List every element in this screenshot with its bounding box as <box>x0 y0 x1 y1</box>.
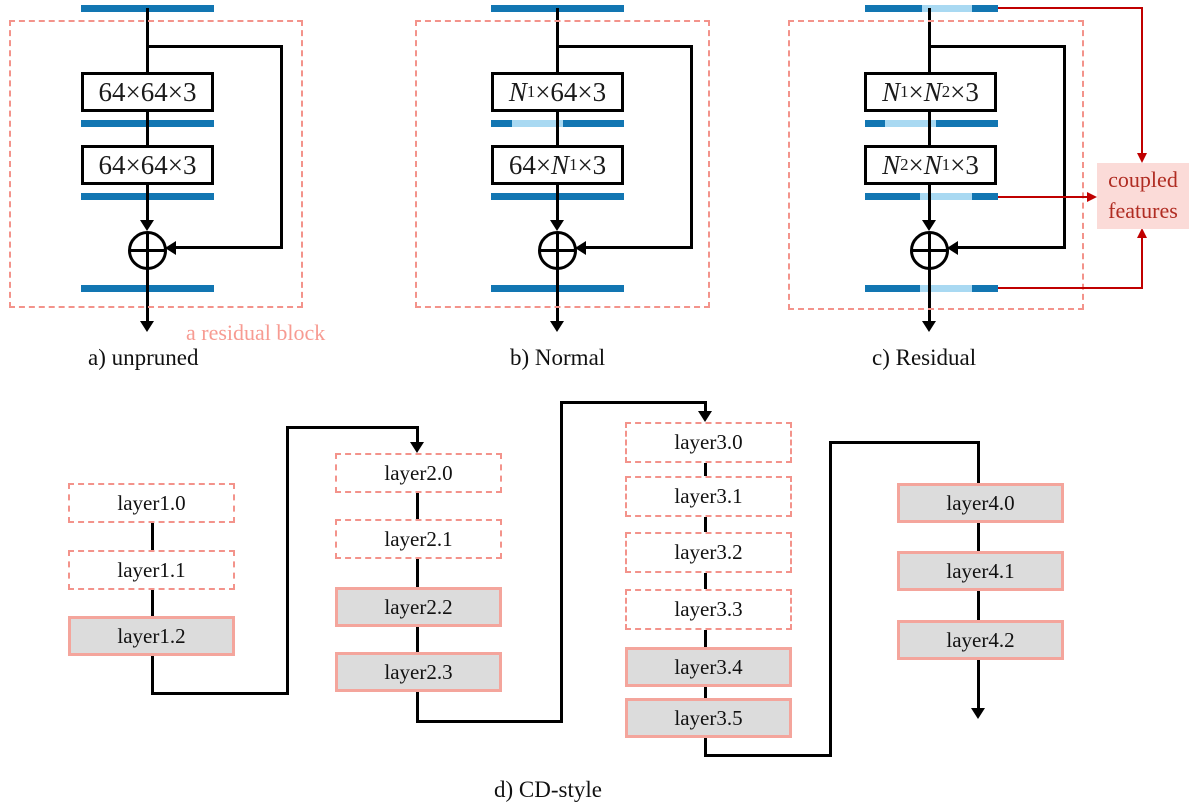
post-conv-feature-bar-pruned-segment <box>920 193 972 200</box>
connector-layer3-layer4 <box>829 441 832 757</box>
layer-box-4-0: layer4.0 <box>897 483 1064 523</box>
down-arrowhead-icon <box>140 220 154 231</box>
layer-box-3-0: layer3.0 <box>625 422 792 463</box>
connector-layer2-layer3 <box>560 401 563 723</box>
layer-box-3-4: layer3.4 <box>625 647 792 687</box>
layer-box-2-1: layer2.1 <box>335 519 502 559</box>
skip-connection-line <box>557 45 693 48</box>
red-up-arrowhead-icon <box>1137 228 1147 238</box>
panel-a-caption: a) unpruned <box>88 345 199 370</box>
post-conv-feature-bar-segment <box>865 193 920 200</box>
main-flow-line <box>556 268 559 322</box>
conv2-box: 64×64×3 <box>81 145 214 185</box>
panel-c-caption: c) Residual <box>872 345 977 370</box>
layer4-spine-line <box>977 487 980 709</box>
output-arrowhead-icon <box>550 321 564 332</box>
down-arrowhead-icon <box>922 220 936 231</box>
main-flow-line <box>928 268 931 322</box>
skip-connection-line <box>586 246 693 249</box>
layer-box-4-2: layer4.2 <box>897 620 1064 660</box>
layer-box-4-1: layer4.1 <box>897 551 1064 591</box>
layer-box-3-2: layer3.2 <box>625 532 792 573</box>
layer-box-2-2: layer2.2 <box>335 587 502 627</box>
layer-box-1-1: layer1.1 <box>68 550 235 590</box>
left-arrowhead-icon <box>947 241 958 255</box>
layer-box-2-0: layer2.0 <box>335 453 502 493</box>
add-icon <box>910 231 949 270</box>
mid-feature-bar-segment <box>936 120 998 127</box>
skip-connection-line <box>1063 45 1066 248</box>
connector-layer1-layer2 <box>416 426 419 444</box>
layer1-spine-line <box>151 485 154 695</box>
panel-d-caption: d) CD-style <box>494 777 602 802</box>
residual-block-annotation: a residual block <box>186 320 326 345</box>
down-arrowhead-icon <box>410 442 424 453</box>
conv1-box: 64×64×3 <box>81 72 214 112</box>
output-feature-bar-segment <box>865 285 920 292</box>
output-arrowhead-icon <box>971 708 985 719</box>
coupled-arrow-bottom <box>1141 238 1143 289</box>
input-feature-bar-segment <box>972 5 998 12</box>
residual-block-outline <box>788 20 1084 310</box>
add-icon <box>128 231 167 270</box>
input-feature-bar-segment <box>865 5 922 12</box>
mid-feature-bar-pruned-segment <box>885 120 936 127</box>
connector-layer3-layer4 <box>704 754 832 757</box>
layer-box-2-3: layer2.3 <box>335 652 502 692</box>
layer-box-1-2: layer1.2 <box>68 616 235 656</box>
main-flow-line <box>556 8 559 221</box>
skip-connection-line <box>147 45 283 48</box>
skip-connection-line <box>176 246 283 249</box>
coupled-arrow-middle <box>998 196 1087 198</box>
skip-connection-line <box>690 45 693 248</box>
red-down-arrowhead-icon <box>1137 153 1147 163</box>
layer-box-1-0: layer1.0 <box>68 483 235 523</box>
add-icon <box>538 231 577 270</box>
skip-connection-line <box>280 45 283 248</box>
coupled-arrow-bottom <box>998 287 1143 289</box>
red-right-arrowhead-icon <box>1087 192 1097 202</box>
down-arrowhead-icon <box>698 411 712 422</box>
coupled-arrow-top <box>1141 7 1143 154</box>
connector-layer2-layer3 <box>416 720 563 723</box>
post-conv-feature-bar-segment <box>972 193 998 200</box>
left-arrowhead-icon <box>165 241 176 255</box>
residual-block-outline <box>415 20 710 308</box>
output-arrowhead-icon <box>922 321 936 332</box>
connector-layer3-layer4 <box>977 441 980 487</box>
output-arrowhead-icon <box>140 321 154 332</box>
left-arrowhead-icon <box>575 241 586 255</box>
connector-layer1-layer2 <box>286 426 419 429</box>
connector-layer2-layer3 <box>560 401 707 404</box>
layer-box-3-1: layer3.1 <box>625 476 792 517</box>
mid-feature-bar-segment <box>865 120 885 127</box>
main-flow-line <box>146 268 149 322</box>
connector-layer3-layer4 <box>829 441 980 444</box>
coupled-arrow-top <box>998 7 1143 9</box>
mid-feature-bar-pruned-segment <box>512 120 563 127</box>
residual-block-outline <box>9 20 303 308</box>
input-feature-bar-pruned-segment <box>922 5 972 12</box>
skip-connection-line <box>929 45 1066 48</box>
mid-feature-bar-segment <box>563 120 624 127</box>
output-feature-bar-segment <box>972 285 998 292</box>
connector-layer1-layer2 <box>151 692 289 695</box>
down-arrowhead-icon <box>550 220 564 231</box>
layer-box-3-5: layer3.5 <box>625 698 792 738</box>
connector-layer2-layer3 <box>704 401 707 413</box>
connector-layer1-layer2 <box>286 426 289 695</box>
main-flow-line <box>146 8 149 221</box>
main-flow-line <box>928 8 931 221</box>
coupled-features-label: coupled features <box>1097 163 1189 229</box>
mid-feature-bar-segment <box>491 120 512 127</box>
layer-box-3-3: layer3.3 <box>625 589 792 630</box>
skip-connection-line <box>958 246 1066 249</box>
output-feature-bar-pruned-segment <box>920 285 972 292</box>
panel-b-caption: b) Normal <box>510 345 606 370</box>
